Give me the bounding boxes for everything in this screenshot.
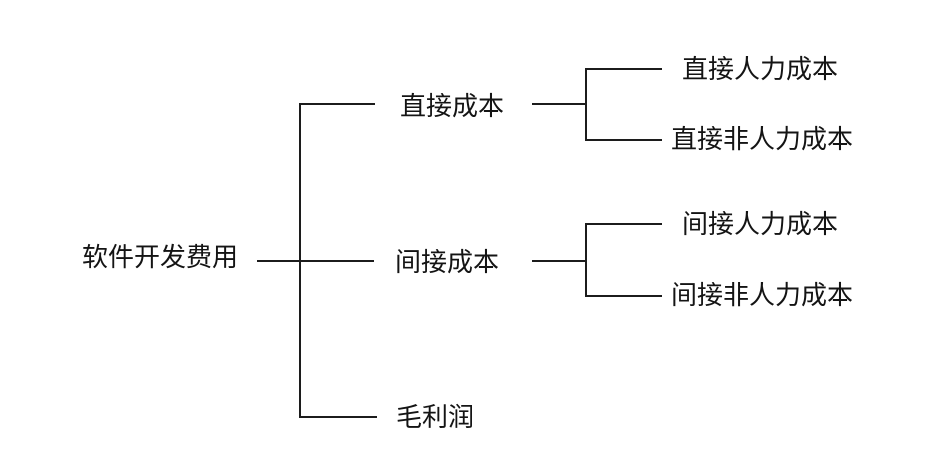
node-direct-nonlabor-cost: 直接非人力成本 xyxy=(671,124,854,154)
connector-to-direct-labor-cost xyxy=(585,68,662,70)
node-indirect-labor-cost: 间接人力成本 xyxy=(682,209,839,239)
node-direct-labor-cost: 直接人力成本 xyxy=(682,54,839,84)
connector-indirect-cost-to-fork xyxy=(532,260,587,262)
node-gross-profit: 毛利润 xyxy=(396,402,475,432)
node-software-dev-cost: 软件开发费用 xyxy=(82,242,239,272)
connector-to-indirect-labor-cost xyxy=(585,223,662,225)
connector-trunk-vertical xyxy=(299,103,301,418)
connector-direct-fork-vertical xyxy=(585,68,587,141)
connector-root-to-trunk xyxy=(257,260,374,262)
connector-direct-cost-to-fork xyxy=(532,103,587,105)
connector-to-direct-nonlabor-cost xyxy=(585,139,662,141)
node-indirect-nonlabor-cost: 间接非人力成本 xyxy=(671,280,854,310)
node-indirect-cost: 间接成本 xyxy=(395,247,500,277)
connector-to-indirect-nonlabor-cost xyxy=(585,295,662,297)
node-direct-cost: 直接成本 xyxy=(400,91,505,121)
connector-indirect-fork-vertical xyxy=(585,223,587,297)
connector-trunk-to-direct-cost xyxy=(299,103,375,105)
connector-trunk-to-gross-profit xyxy=(299,416,377,418)
